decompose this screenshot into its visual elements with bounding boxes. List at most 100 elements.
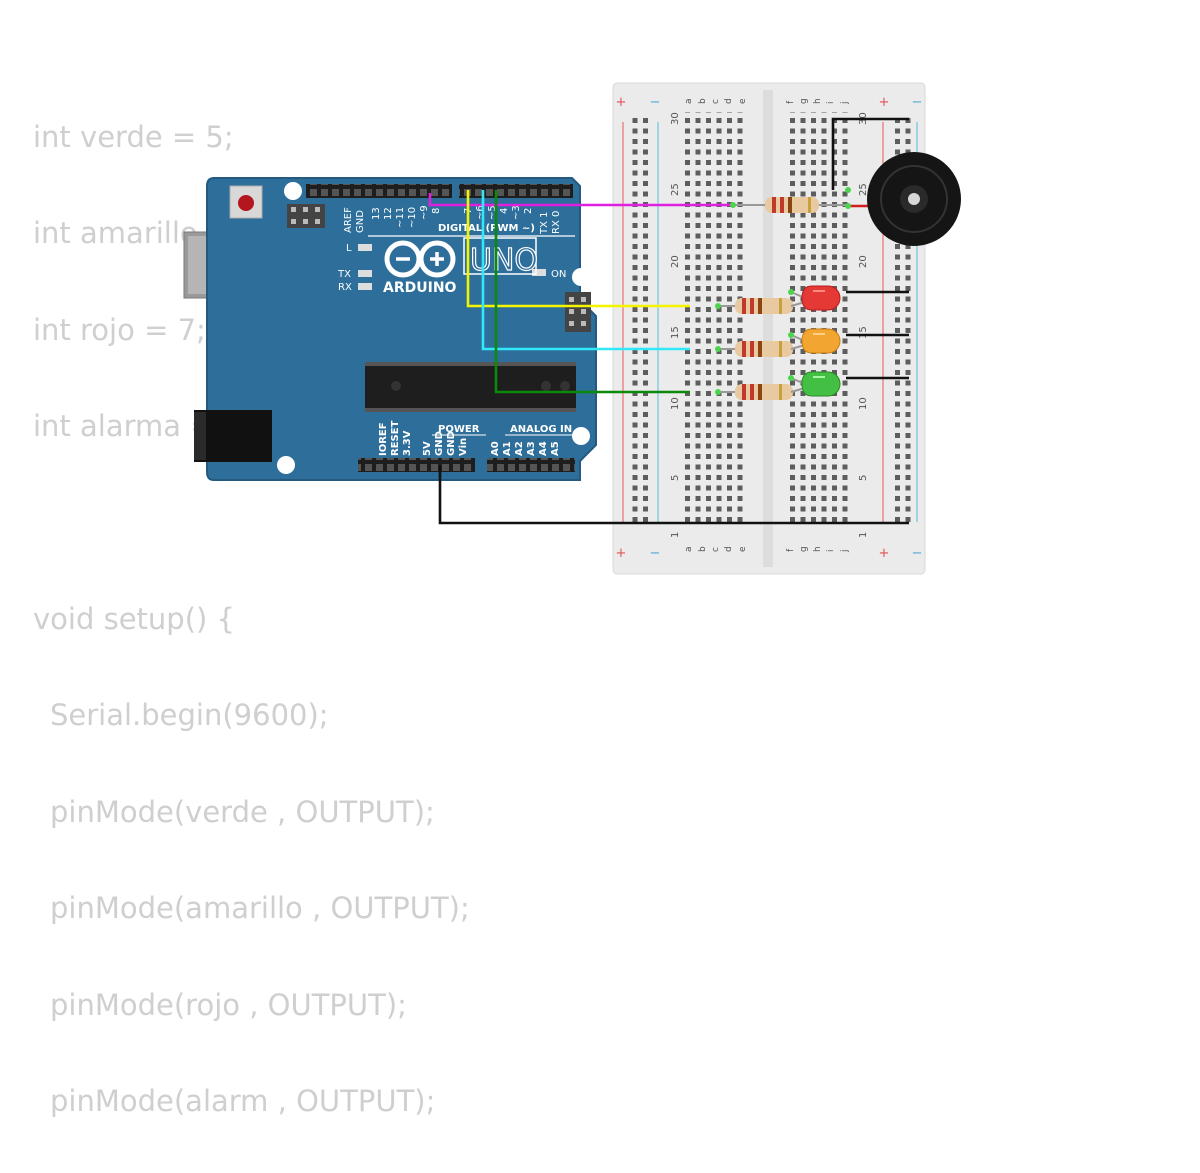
uno-box (463, 237, 537, 275)
column-letter: h (813, 98, 823, 104)
column-letter: a (684, 98, 694, 104)
row-number: 1 (670, 532, 681, 538)
rail-minus-label: − (912, 95, 923, 110)
row-number: 20 (858, 255, 869, 268)
analog-label: ANALOG IN (510, 424, 572, 435)
power-jack-rim (194, 412, 206, 460)
row-number: 10 (858, 397, 869, 410)
code-line: Serial.begin(9600); (50, 698, 329, 733)
tx-led (358, 270, 372, 277)
terminal-holes-right (786, 112, 849, 522)
row-number: 15 (670, 326, 681, 339)
row-number: 30 (670, 112, 681, 125)
column-letter: f (786, 548, 796, 552)
terminal-holes-left (684, 112, 747, 522)
wire-cyan (481, 190, 690, 351)
led-label-tx: TX (337, 269, 351, 280)
rail-minus-label: − (650, 95, 661, 110)
wire-magenta (428, 193, 733, 207)
yellow-led (790, 328, 841, 354)
code-line: pinMode(amarillo , OUTPUT); (50, 891, 470, 926)
pin-label: GND (434, 431, 445, 456)
column-letter: e (738, 98, 748, 104)
code-line: int rojo = 7; (33, 312, 206, 347)
wire-green (494, 190, 690, 394)
power-label: POWER (438, 424, 480, 435)
green-led-resistor (718, 384, 794, 400)
pin-label: 12 (383, 207, 394, 220)
code-line: pinMode(rojo , OUTPUT); (50, 987, 407, 1022)
code-line: pinMode(alarm , OUTPUT); (50, 1083, 436, 1118)
yellow-led-resistor (718, 341, 794, 357)
arduino-logo (384, 240, 456, 278)
column-letter: f (786, 100, 796, 104)
brand-label: ARDUINO (383, 280, 457, 296)
wires (428, 117, 909, 525)
row-number: 15 (858, 326, 869, 339)
digital-label: DIGITAL (PWM ~) (438, 223, 535, 234)
pin-label: 4 (499, 208, 510, 214)
analog-header-holes (487, 458, 575, 472)
row-number: 5 (670, 475, 681, 481)
wire-gnd (438, 466, 909, 525)
chip-dot (541, 381, 551, 391)
column-letter: d (724, 98, 734, 104)
pin-label: 5V (422, 441, 433, 456)
pin-label: Vin (458, 438, 469, 456)
pin-label: RX 0 (551, 211, 562, 234)
column-letter: a (684, 546, 694, 552)
mount-hole (572, 268, 590, 286)
red-led (790, 285, 841, 311)
rail-plus-label: + (879, 95, 890, 110)
rx-led (358, 283, 372, 290)
led-label-rx: RX (338, 282, 352, 293)
model-label: UNO (470, 243, 538, 278)
pin-label: 3.3V (402, 430, 413, 456)
column-letter: h (813, 546, 823, 552)
rail-plus-label: + (879, 546, 890, 561)
l-led (358, 244, 372, 251)
rail-minus-label: − (650, 546, 661, 561)
pin-label: IOREF (378, 422, 389, 456)
pin-label: AREF (343, 207, 354, 233)
pin-label: A1 (502, 441, 513, 456)
on-label: ON (551, 269, 566, 280)
piezo-buzzer (867, 152, 961, 246)
column-letter: j (840, 101, 850, 105)
wire-yellow (466, 190, 690, 308)
pin-label: A2 (514, 441, 525, 456)
pin-label: A4 (538, 441, 549, 456)
pin-label: RESET (390, 420, 401, 456)
pin-label: ~11 (395, 207, 406, 228)
pin-label: GND (446, 431, 457, 456)
chip-pins-bottom (365, 408, 576, 412)
column-letter: g (799, 546, 809, 552)
chip-dot (391, 381, 401, 391)
code-line: pinMode(verde , OUTPUT); (50, 794, 435, 829)
pin-label: TX 1 (539, 212, 550, 236)
red-led-resistor (718, 298, 794, 314)
power-jack (194, 410, 272, 462)
column-letter: c (711, 99, 721, 104)
pin-label: 2 (523, 208, 534, 214)
pin-label: A3 (526, 441, 537, 456)
column-letter: g (799, 98, 809, 104)
reset-button-cap[interactable] (238, 195, 254, 211)
mount-hole (572, 427, 590, 445)
row-number: 10 (670, 397, 681, 410)
row-number: 25 (670, 183, 681, 196)
digital-header-left-holes (306, 184, 452, 198)
pin-label: A5 (550, 441, 561, 456)
rail-plus-label: + (616, 546, 627, 561)
column-letter: e (738, 546, 748, 552)
icsp-header-right (565, 292, 591, 332)
green-led (790, 371, 841, 397)
mount-hole (277, 456, 295, 474)
row-number: 5 (858, 475, 869, 481)
column-letter: i (826, 101, 836, 104)
pin-label: ~10 (407, 207, 418, 228)
pin-label: GND (355, 210, 366, 233)
pin-label: A0 (490, 441, 501, 456)
chip-dot (560, 381, 570, 391)
column-letter: b (698, 98, 708, 104)
